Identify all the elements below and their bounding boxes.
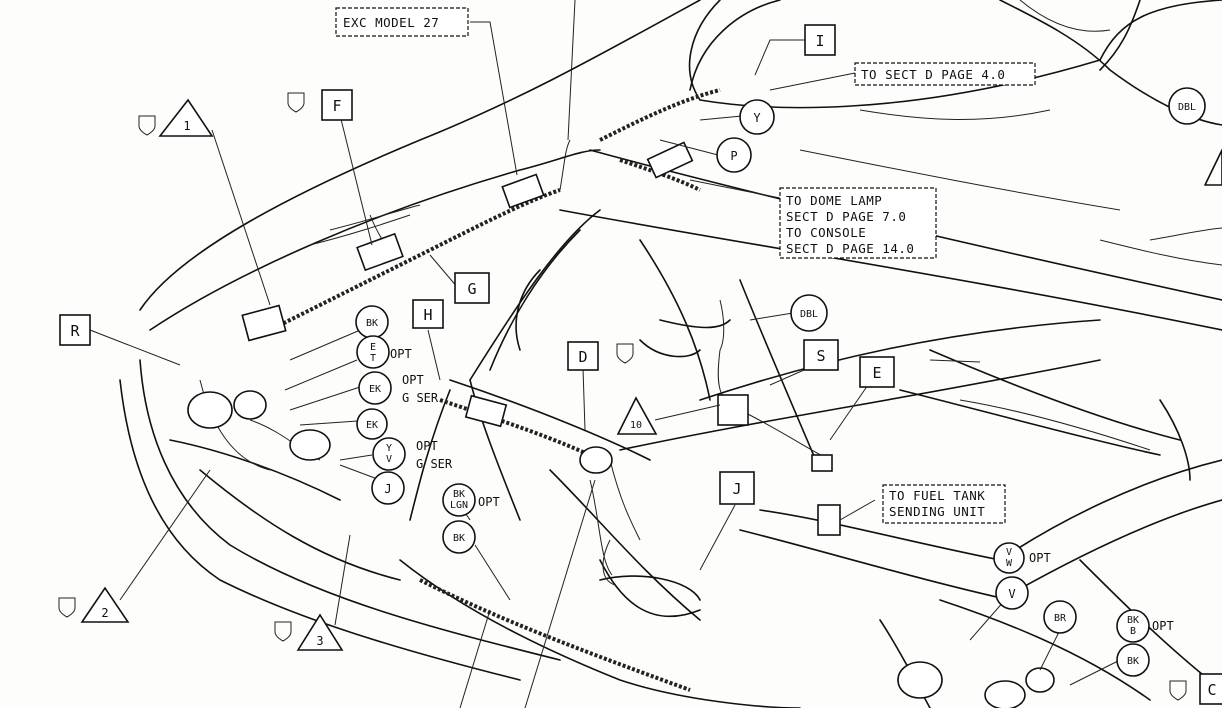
dome-lamp-line-2: SECT D PAGE 7.0 [786, 209, 906, 224]
circle-dbl-top: DBL [1168, 87, 1206, 125]
svg-text:BK: BK [1127, 615, 1139, 626]
triangle-10: 10 [616, 396, 658, 435]
triangle-1: 1 [158, 98, 214, 137]
fuel-tank-line-2: SENDING UNIT [889, 504, 985, 519]
svg-text:P: P [730, 149, 737, 163]
exc-model-text: EXC MODEL 27 [343, 15, 439, 30]
shield-icon [1169, 680, 1187, 701]
dome-lamp-line-1: TO DOME LAMP [786, 193, 882, 208]
svg-text:DBL: DBL [1178, 102, 1196, 113]
svg-text:J: J [384, 482, 391, 496]
svg-text:S: S [816, 347, 825, 365]
callout-to-sect-d-4: TO SECT D PAGE 4.0 [854, 62, 1036, 86]
shield-icon [616, 343, 634, 364]
svg-text:BK: BK [1127, 656, 1139, 667]
fuel-tank-line-1: TO FUEL TANK [889, 488, 985, 503]
circle-e-t: E T [356, 335, 390, 369]
svg-text:LGN: LGN [450, 500, 468, 511]
circle-bk-1: BK [355, 305, 389, 339]
to-sect-d-4-text: TO SECT D PAGE 4.0 [861, 67, 1005, 82]
opt-label-2: OPT [402, 373, 424, 387]
circle-p: P [716, 137, 752, 173]
callout-dome-lamp: TO DOME LAMP SECT D PAGE 7.0 TO CONSOLE … [779, 187, 937, 259]
svg-text:J: J [732, 480, 741, 498]
svg-text:BK: BK [453, 533, 465, 544]
letter-box-g: G [454, 272, 490, 304]
circle-br: BR [1043, 600, 1077, 634]
shield-icon [58, 597, 76, 618]
opt-label-3: OPT [416, 439, 438, 453]
svg-text:BK: BK [366, 318, 378, 329]
letter-box-h: H [412, 299, 444, 329]
circle-v-w: V W [993, 542, 1025, 574]
circle-ek-2: EK [356, 408, 388, 440]
svg-text:E: E [872, 364, 881, 382]
svg-text:W: W [1006, 558, 1013, 569]
circle-bk-b: BK B [1116, 609, 1150, 643]
triangle-2: 2 [80, 586, 130, 623]
svg-text:C: C [1207, 681, 1216, 699]
svg-text:3: 3 [316, 634, 323, 648]
callout-exc-model: EXC MODEL 27 [335, 7, 469, 37]
svg-text:V: V [1008, 587, 1015, 601]
circle-j: J [371, 471, 405, 505]
letter-box-j: J [719, 471, 755, 505]
circle-dbl-mid: DBL [790, 294, 828, 332]
opt-label-1: OPT [390, 347, 412, 361]
svg-text:BK: BK [453, 489, 465, 500]
svg-text:B: B [1130, 626, 1136, 637]
wiring-harness [187, 88, 1055, 708]
svg-text:I: I [815, 32, 824, 50]
svg-text:D: D [578, 348, 587, 366]
svg-text:BR: BR [1054, 613, 1067, 624]
shield-icons [58, 92, 1187, 701]
svg-text:E: E [370, 342, 376, 353]
circle-v: V [995, 576, 1029, 610]
svg-text:V: V [1006, 547, 1012, 558]
triangle-3: 3 [296, 613, 344, 651]
svg-text:F: F [332, 97, 341, 115]
opt-label-6: OPT [1152, 619, 1174, 633]
circle-y-v: Y V [372, 437, 406, 471]
circle-bk-mid: BK [442, 520, 476, 554]
svg-text:Y: Y [753, 111, 761, 125]
car-body-outline [119, 0, 1222, 708]
svg-text:R: R [70, 322, 80, 340]
circle-bk-lgn: BK LGN [442, 483, 476, 517]
svg-text:DBL: DBL [800, 309, 818, 320]
svg-text:EK: EK [366, 420, 378, 431]
g-ser-label-1: G SER [402, 391, 439, 405]
letter-box-s: S [803, 339, 839, 371]
svg-text:G: G [467, 280, 476, 298]
letter-box-d: D [567, 341, 599, 371]
svg-text:V: V [386, 454, 392, 465]
svg-text:T: T [370, 353, 376, 364]
circle-ek: EK [358, 371, 392, 405]
shield-icon [274, 621, 292, 642]
shield-icon [287, 92, 305, 113]
letter-box-r: R [59, 314, 91, 346]
svg-text:EK: EK [369, 384, 381, 395]
circle-y: Y [739, 99, 775, 135]
letter-box-i: I [804, 24, 836, 56]
letter-box-f: F [321, 89, 353, 121]
g-ser-label-2: G SER [416, 457, 453, 471]
dome-lamp-line-3: TO CONSOLE [786, 225, 866, 240]
leader-lines [89, 0, 1121, 708]
dome-lamp-line-4: SECT D PAGE 14.0 [786, 241, 914, 256]
shield-icon [138, 115, 156, 136]
callout-fuel-tank: TO FUEL TANK SENDING UNIT [882, 484, 1006, 524]
circle-bk-right: BK [1116, 643, 1150, 677]
svg-text:1: 1 [183, 119, 190, 133]
opt-label-4: OPT [478, 495, 500, 509]
letter-box-c: C [1199, 673, 1222, 705]
svg-text:Y: Y [386, 443, 392, 454]
svg-text:H: H [423, 306, 432, 324]
opt-label-5: OPT [1029, 551, 1051, 565]
letter-box-e: E [859, 356, 895, 388]
svg-text:10: 10 [630, 420, 642, 431]
svg-text:2: 2 [101, 606, 108, 620]
